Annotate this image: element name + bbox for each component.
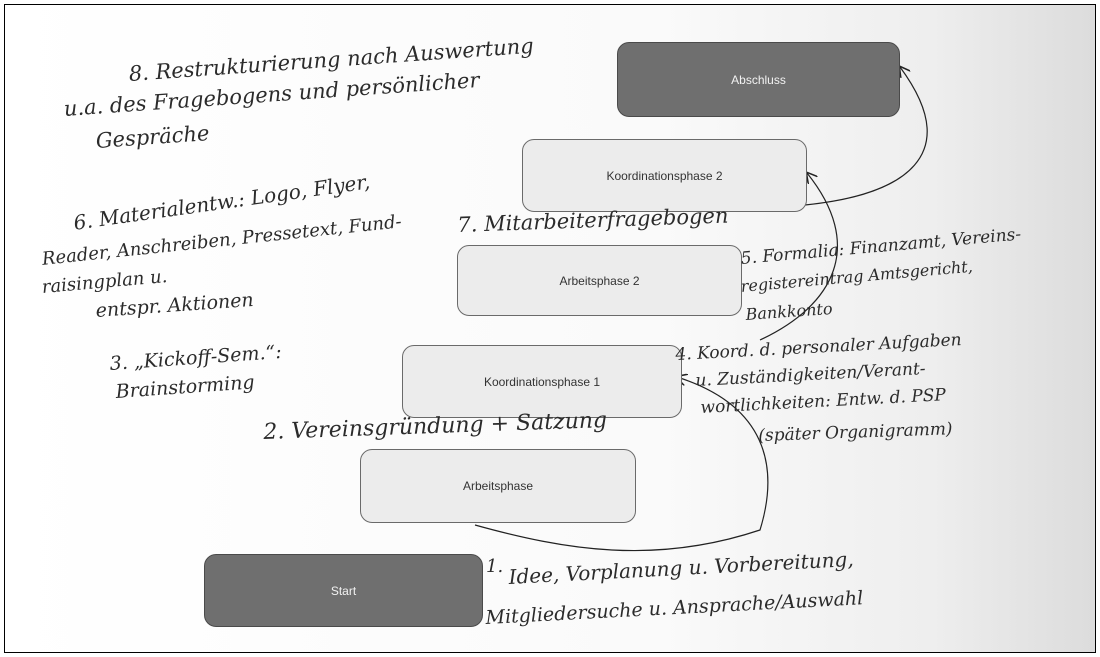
phase-koordinationsphase-1: Koordinationsphase 1: [402, 345, 682, 418]
phase-koordinationsphase-2-label: Koordinationsphase 2: [606, 168, 723, 183]
connector-arrows: [474, 5, 928, 552]
phase-arbeitsphase: Arbeitsphase: [360, 449, 636, 523]
scanned-page: Abschluss Koordinationsphase 2 Arbeitsph…: [4, 4, 1096, 653]
arrow-to-koordination2: [759, 173, 838, 341]
arrow-arbeitsphase-to-koordination1: [474, 377, 769, 552]
phase-abschluss: Abschluss: [617, 42, 900, 117]
phase-abschluss-label: Abschluss: [731, 72, 786, 87]
note-1-number: 1.: [486, 556, 504, 577]
phase-arbeitsphase-2: Arbeitsphase 2: [457, 245, 742, 316]
phase-arbeitsphase-label: Arbeitsphase: [462, 479, 534, 493]
phase-koordinationsphase-1-label: Koordinationsphase 1: [483, 374, 601, 389]
phase-start-label: Start: [330, 583, 357, 598]
phase-koordinationsphase-2: Koordinationsphase 2: [522, 139, 807, 212]
phase-arbeitsphase-2-label: Arbeitsphase 2: [559, 273, 640, 288]
arrow-to-abschluss: [804, 67, 928, 206]
phase-start: Start: [204, 554, 483, 627]
